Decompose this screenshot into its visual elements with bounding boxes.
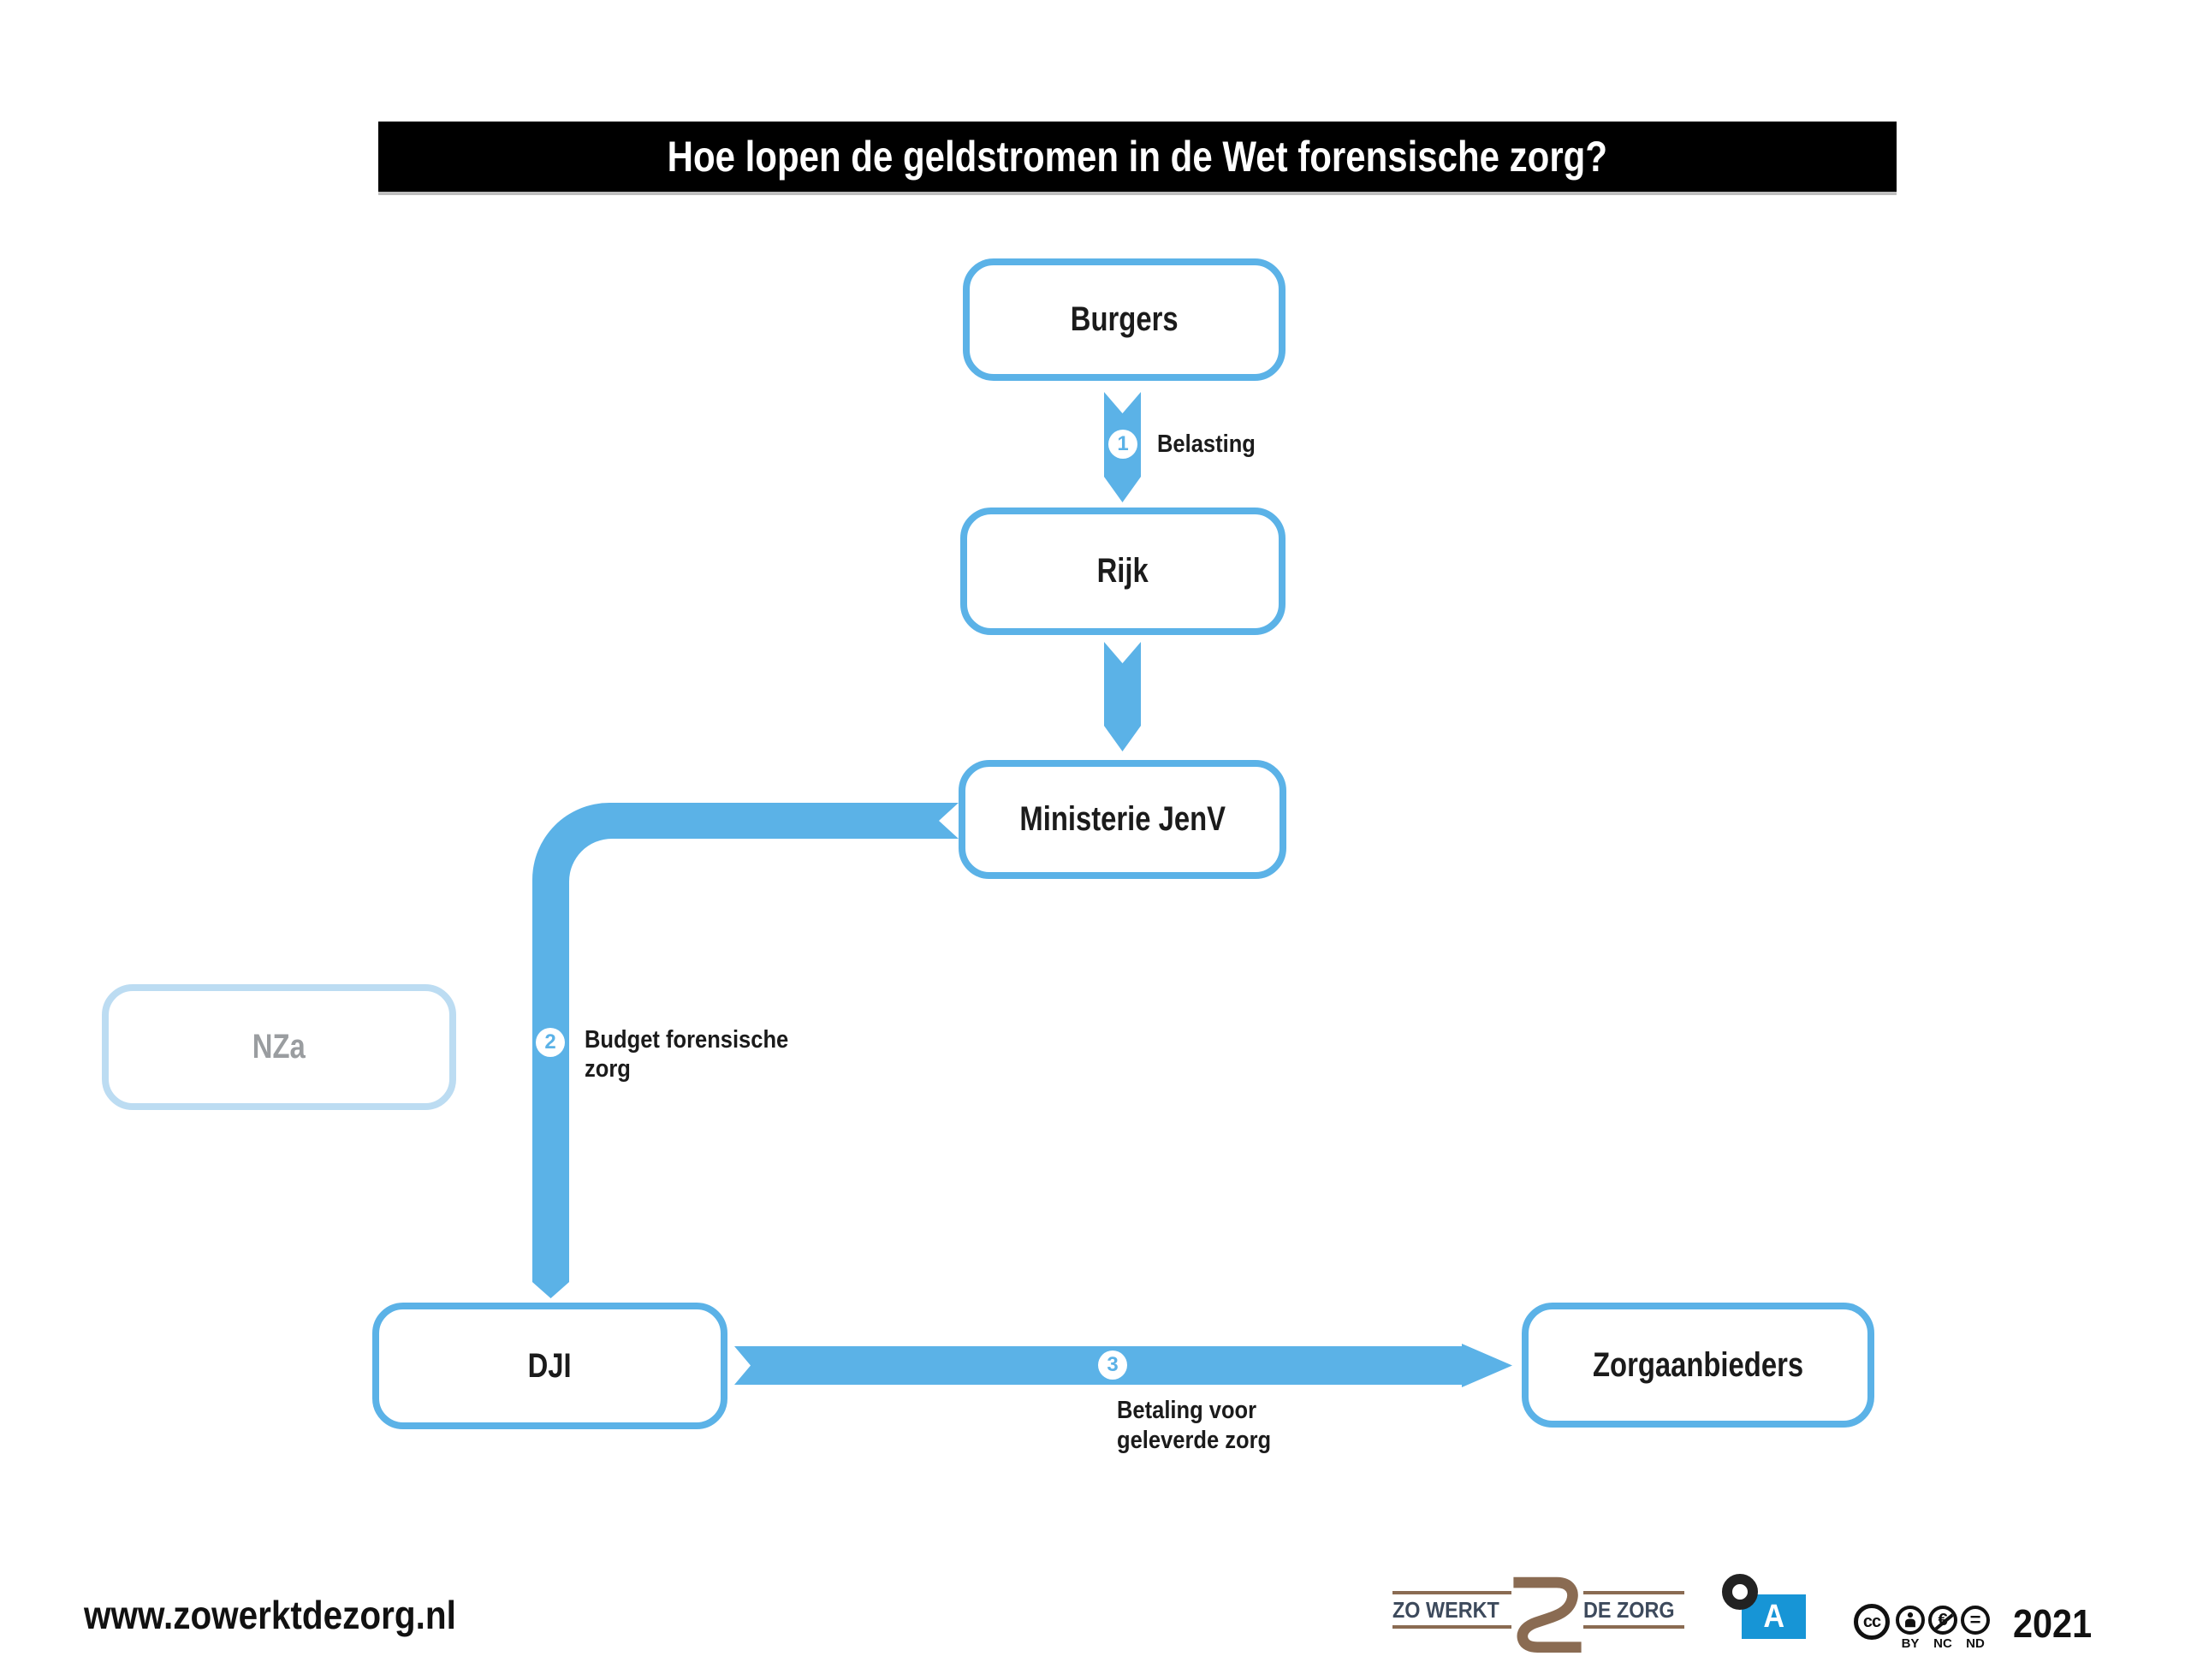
flow-badge-2: 2 [536,1028,565,1057]
node-dji: DJI [372,1303,727,1429]
flow-badge-1: 1 [1108,430,1137,459]
cc-nc-label: NC [1933,1636,1952,1651]
page-title: Hoe lopen de geldstromen in de Wet foren… [667,133,1608,181]
logo-text-right-label: DE ZORG [1583,1597,1675,1623]
node-nza: NZa [102,984,456,1110]
zowerktdezorg-2-glyph-icon [1513,1576,1582,1653]
cc-by-person-icon [1896,1606,1925,1635]
node-rijk: Rijk [960,508,1286,635]
node-label-zorgaanbieders: Zorgaanbieders [1592,1345,1804,1384]
flow-arrow-budget-forensische-zorg [532,803,959,1298]
node-label-dji: DJI [527,1346,573,1385]
node-burgers: Burgers [963,258,1286,381]
logo-text-left-label: ZO WERKT [1392,1597,1499,1623]
node-zorgaanbieders: Zorgaanbieders [1522,1303,1874,1428]
node-label-burgers: Burgers [1070,300,1179,338]
flow-number-2: 2 [544,1030,556,1054]
flow-number-1: 1 [1117,432,1129,455]
logo-text-right: DE ZORG [1583,1591,1685,1629]
logo-text-left: ZO WERKT [1392,1591,1511,1629]
flow-number-3: 3 [1107,1353,1119,1376]
cc-by-label: BY [1901,1636,1920,1651]
website-url: www.zowerktdezorg.nl [84,1593,456,1637]
flow-badge-3: 3 [1098,1351,1127,1380]
cc-letters: cc [1862,1612,1881,1631]
publisher-ring-icon [1722,1574,1758,1610]
flow-label-betaling-geleverde-zorg: Betaling voor geleverde zorg [1117,1397,1272,1454]
cc-nd-equals-icon: = [1961,1606,1990,1635]
flow-label-belasting: Belasting [1157,430,1256,458]
node-label-rijk: Rijk [1096,552,1149,590]
cc-nd-label: ND [1966,1636,1985,1651]
title-bar: Hoe lopen de geldstromen in de Wet foren… [378,122,1897,192]
year-label: 2021 [2013,1601,2093,1646]
flow-label-budget-forensische-zorg: Budget forensische zorg [585,1026,789,1083]
cc-nc-euro-icon: € [1928,1606,1957,1635]
cc-icon: cc [1854,1604,1890,1640]
node-ministerie-jenv: Ministerie JenV [959,760,1286,879]
flow-arrow-rijk-jenv [1104,642,1141,751]
publisher-letter: A [1763,1598,1784,1635]
node-label-nza: NZa [252,1028,306,1066]
node-label-ministerie-jenv: Ministerie JenV [1019,800,1226,838]
